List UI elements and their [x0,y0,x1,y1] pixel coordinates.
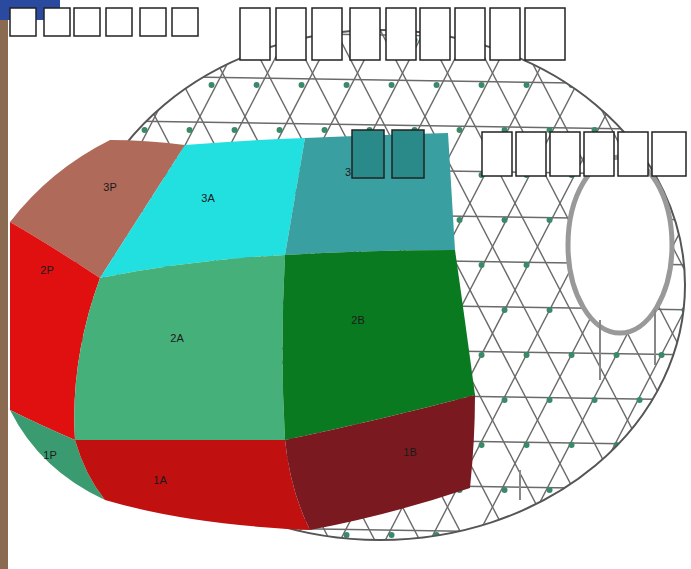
panel-label: 2P [40,264,53,276]
panel-label: 3P [103,181,116,193]
ring-opening [568,157,672,333]
panel-label: 1A [153,474,166,486]
panel-label: 2A [170,332,183,344]
panel-label: 3A [201,192,214,204]
cladding-panels [10,133,475,530]
panel-label: 1P [43,449,56,461]
lattice-outline [75,30,685,540]
title-glyph-boxes [10,8,686,178]
panel-label: 1B [403,446,416,458]
panel-label: 2B [351,314,364,326]
panel-label: 3 [345,166,351,178]
photo-strip [0,0,8,569]
lattice [0,20,691,560]
